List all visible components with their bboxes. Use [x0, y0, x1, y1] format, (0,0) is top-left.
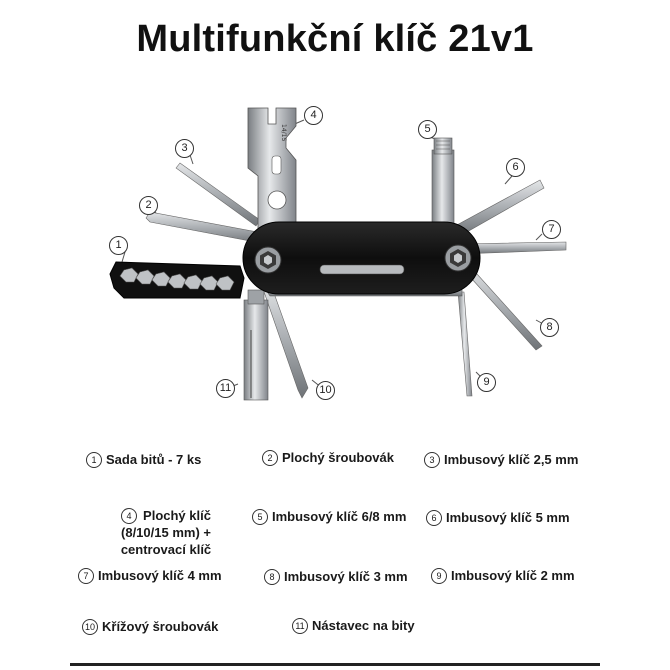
callout-3: 3 — [175, 139, 194, 158]
legend-item-3: 3 Imbusový klíč 2,5 mm — [424, 452, 578, 468]
bit-set — [119, 267, 235, 291]
legend-label: Imbusový klíč 2,5 mm — [444, 452, 579, 467]
callout-6: 6 — [506, 158, 525, 177]
legend-item-2: 2 Plochý šroubovák — [262, 450, 394, 466]
legend-label-line3: centrovací klíč — [120, 542, 212, 557]
legend-number: 2 — [262, 450, 278, 466]
legend-number: 6 — [426, 510, 442, 526]
legend-item-10: 10 Křížový šroubovák — [82, 619, 218, 635]
wrench-stamp: 14/15 — [280, 124, 287, 141]
pivot-screw-left — [254, 246, 282, 274]
bottom-divider — [70, 663, 600, 666]
legend-item-1: 1 Sada bitů - 7 ks — [86, 452, 201, 468]
legend-label: Křížový šroubovák — [102, 619, 219, 634]
callout-9: 9 — [477, 373, 496, 392]
legend-number: 9 — [431, 568, 447, 584]
callout-7: 7 — [542, 220, 561, 239]
hex-key-6-8mm — [431, 149, 455, 231]
legend-label: Plochý klíč — [143, 508, 211, 523]
legend-number: 11 — [292, 618, 308, 634]
bit-extension — [243, 299, 269, 401]
flat-wrench — [247, 107, 297, 241]
legend-label: Imbusový klíč 6/8 mm — [272, 509, 407, 524]
tool-body — [242, 221, 481, 295]
callout-1: 1 — [109, 236, 128, 255]
legend-item-5: 5 Imbusový klíč 6/8 mm — [252, 509, 406, 525]
legend-label: Nástavec na bity — [312, 618, 415, 633]
legend-number: 4 — [121, 508, 138, 524]
legend-number: 10 — [82, 619, 98, 635]
legend-label: Imbusový klíč 2 mm — [451, 568, 575, 583]
hex-key-2mm — [457, 291, 473, 397]
legend-label: Imbusový klíč 4 mm — [98, 568, 222, 583]
legend-item-6: 6 Imbusový klíč 5 mm — [426, 510, 570, 526]
callout-4: 4 — [304, 106, 323, 125]
legend-item-7: 7 Imbusový klíč 4 mm — [78, 568, 222, 584]
legend-label: Plochý šroubovák — [282, 450, 394, 465]
pivot-screw-right — [444, 244, 472, 272]
callout-11: 11 — [216, 379, 235, 398]
legend-item-4: 4 Plochý klíč (8/10/15 mm) + centrovací k… — [100, 507, 232, 558]
legend-item-8: 8 Imbusový klíč 3 mm — [264, 569, 408, 585]
phillips-screwdriver — [261, 281, 309, 399]
page-title: Multifunkční klíč 21v1 — [136, 18, 534, 60]
legend-number: 1 — [86, 452, 102, 468]
hex-key-5mm — [454, 179, 545, 237]
legend-number: 3 — [424, 452, 440, 468]
callout-5: 5 — [418, 120, 437, 139]
multitool-illustration: 14/15 — [109, 107, 567, 401]
legend-label: Imbusový klíč 3 mm — [284, 569, 408, 584]
legend-label: Imbusový klíč 5 mm — [446, 510, 570, 525]
legend-number: 5 — [252, 509, 268, 525]
legend-item-9: 9 Imbusový klíč 2 mm — [431, 568, 575, 584]
callout-10: 10 — [316, 381, 335, 400]
callout-8: 8 — [540, 318, 559, 337]
legend-number: 7 — [78, 568, 94, 584]
legend-number: 8 — [264, 569, 280, 585]
legend-label: Sada bitů - 7 ks — [106, 452, 202, 467]
callout-2: 2 — [139, 196, 158, 215]
legend-label-line2: (8/10/15 mm) + — [121, 525, 211, 540]
legend-item-11: 11 Nástavec na bity — [292, 618, 415, 634]
hex-key-2-5mm — [175, 162, 261, 227]
